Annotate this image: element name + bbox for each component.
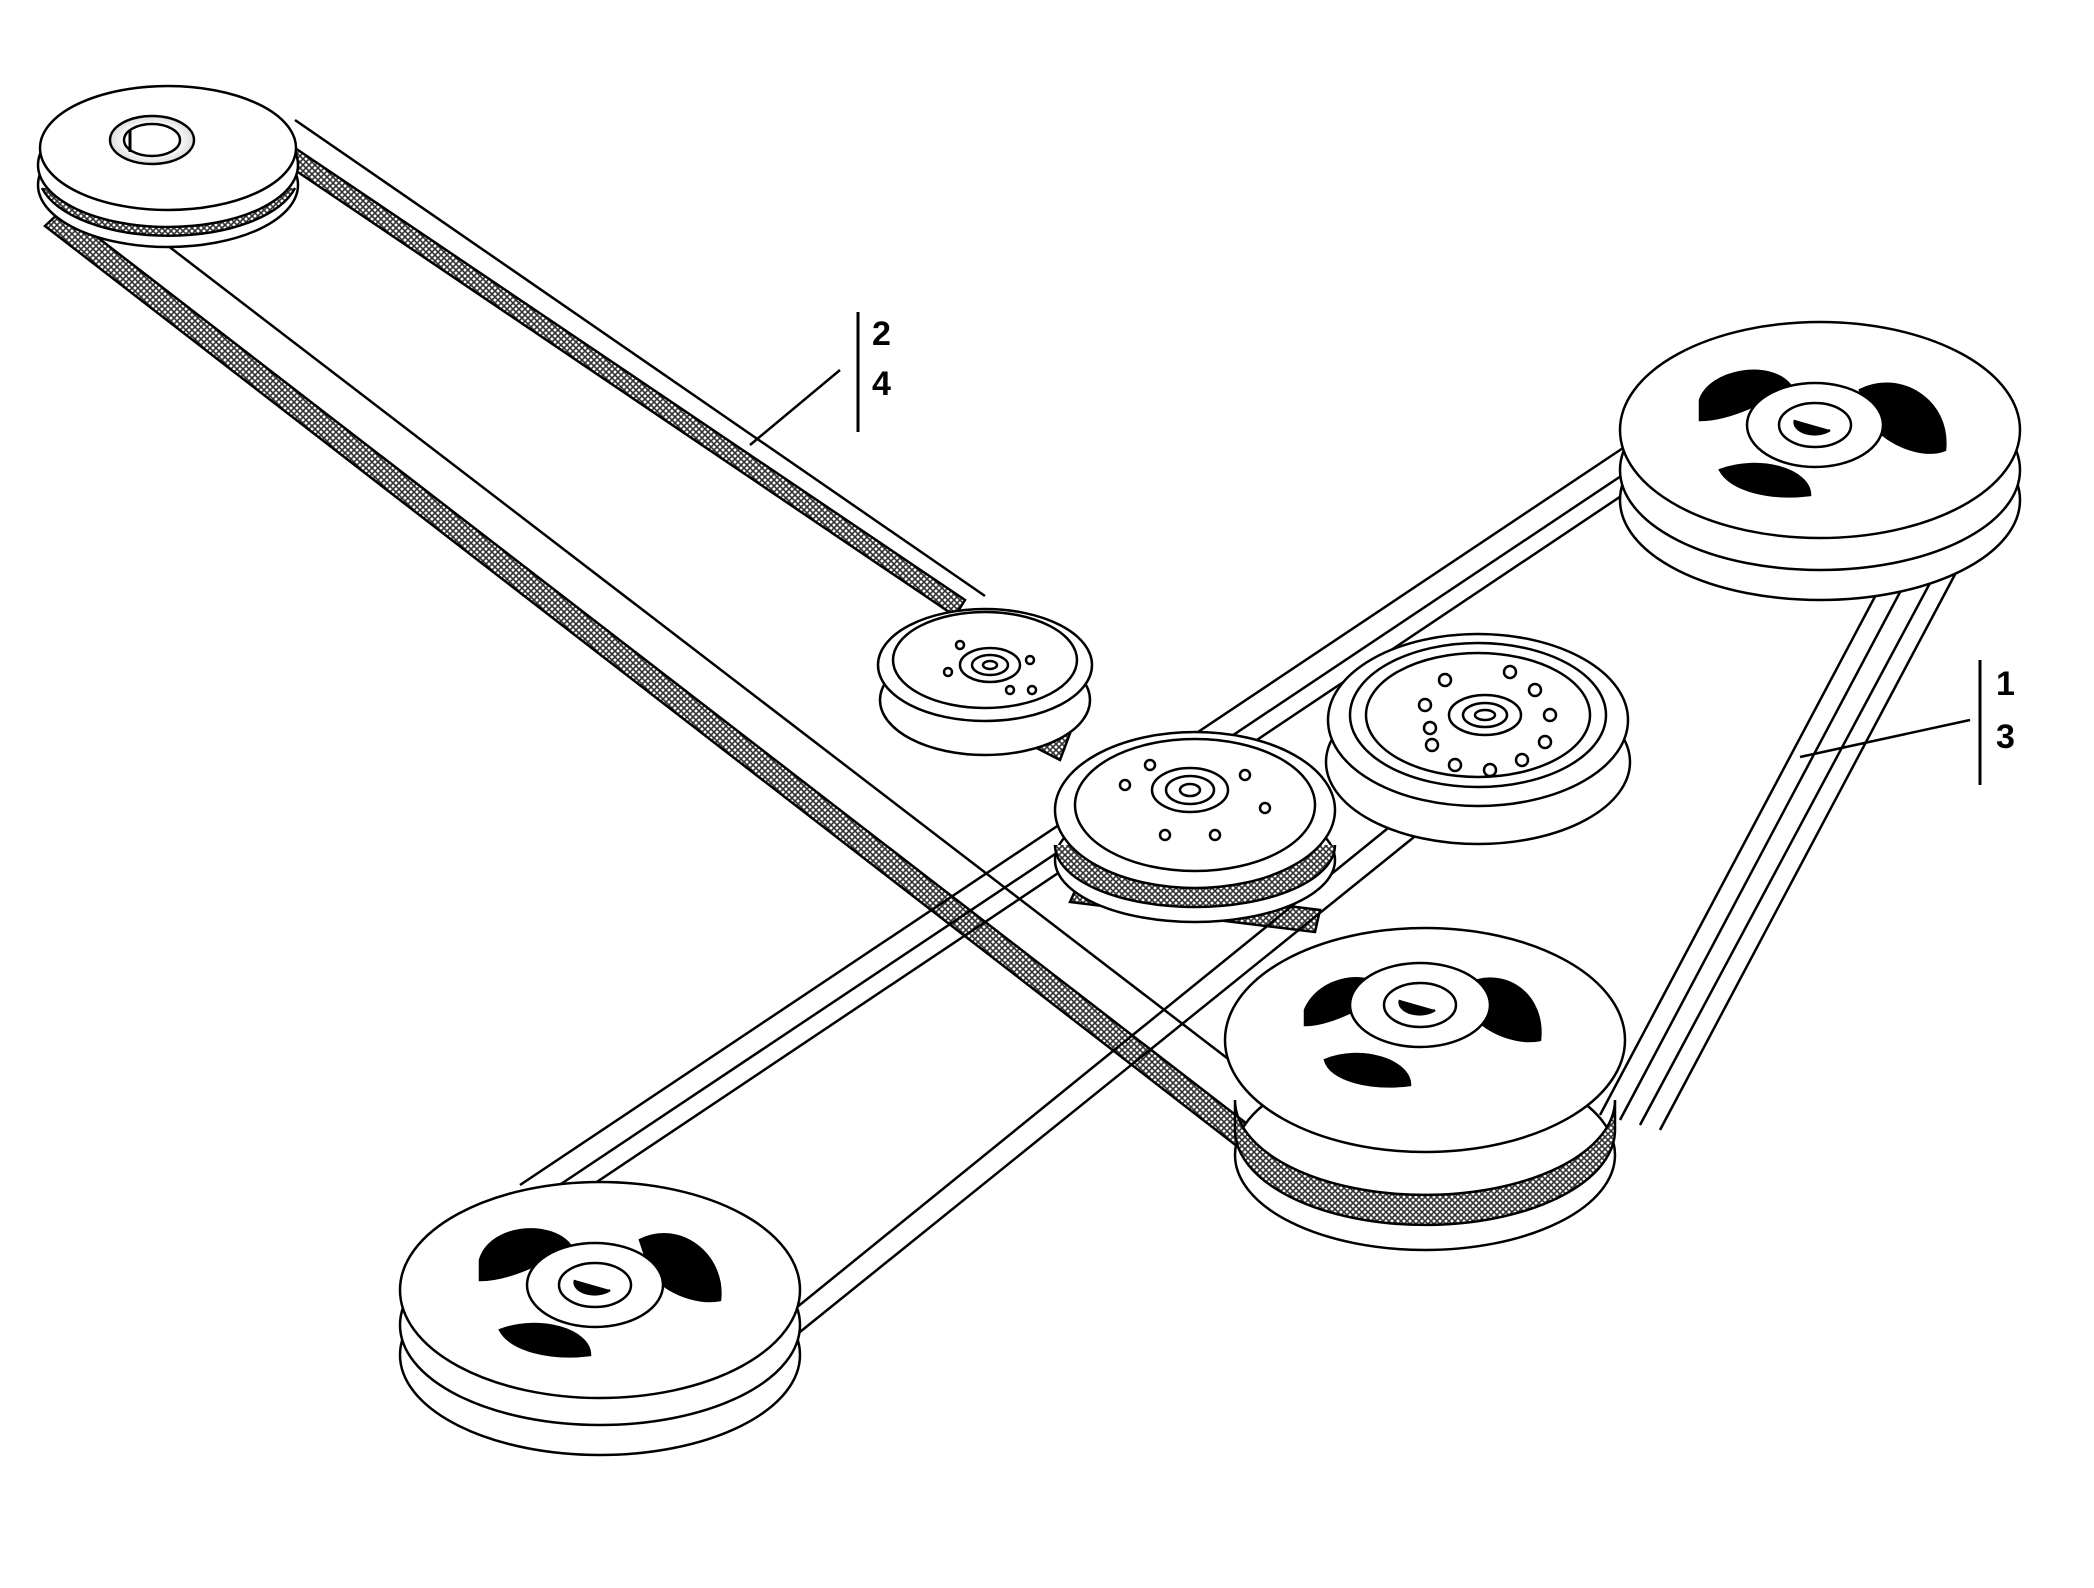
leader-line (1799, 718, 1971, 759)
pulley-bottom-left (398, 1180, 802, 1457)
callout-right: 1 3 (1799, 660, 2015, 785)
pulley-upper-right (1618, 320, 2022, 602)
pulley-top-left (36, 84, 300, 249)
callout-label-top: 2 (872, 315, 891, 353)
callout-label-bottom: 3 (1996, 718, 2015, 756)
idler-pulley-small (876, 607, 1094, 757)
drive-belt-long (43, 118, 1322, 1152)
callout-label-bottom: 4 (872, 365, 891, 403)
callout-label-top: 1 (1996, 665, 2015, 703)
idler-pulley-right (1324, 632, 1632, 846)
idler-pulley-middle (1053, 730, 1337, 924)
leader-line (749, 369, 841, 446)
pulley-lower-right (1223, 926, 1627, 1252)
callout-upper: 2 4 (749, 312, 891, 446)
